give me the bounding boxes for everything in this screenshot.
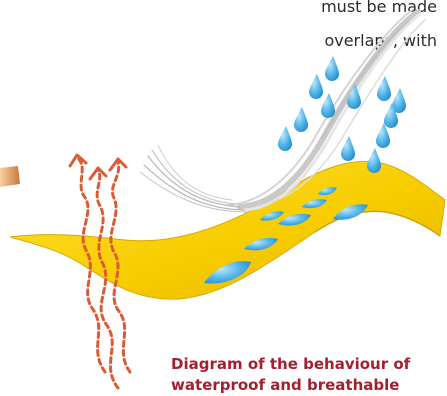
caption-line-1: Diagram of the behaviour of — [171, 354, 410, 375]
caption-line-2: waterproof and breathable — [171, 375, 399, 396]
left-edge-element — [0, 166, 20, 187]
